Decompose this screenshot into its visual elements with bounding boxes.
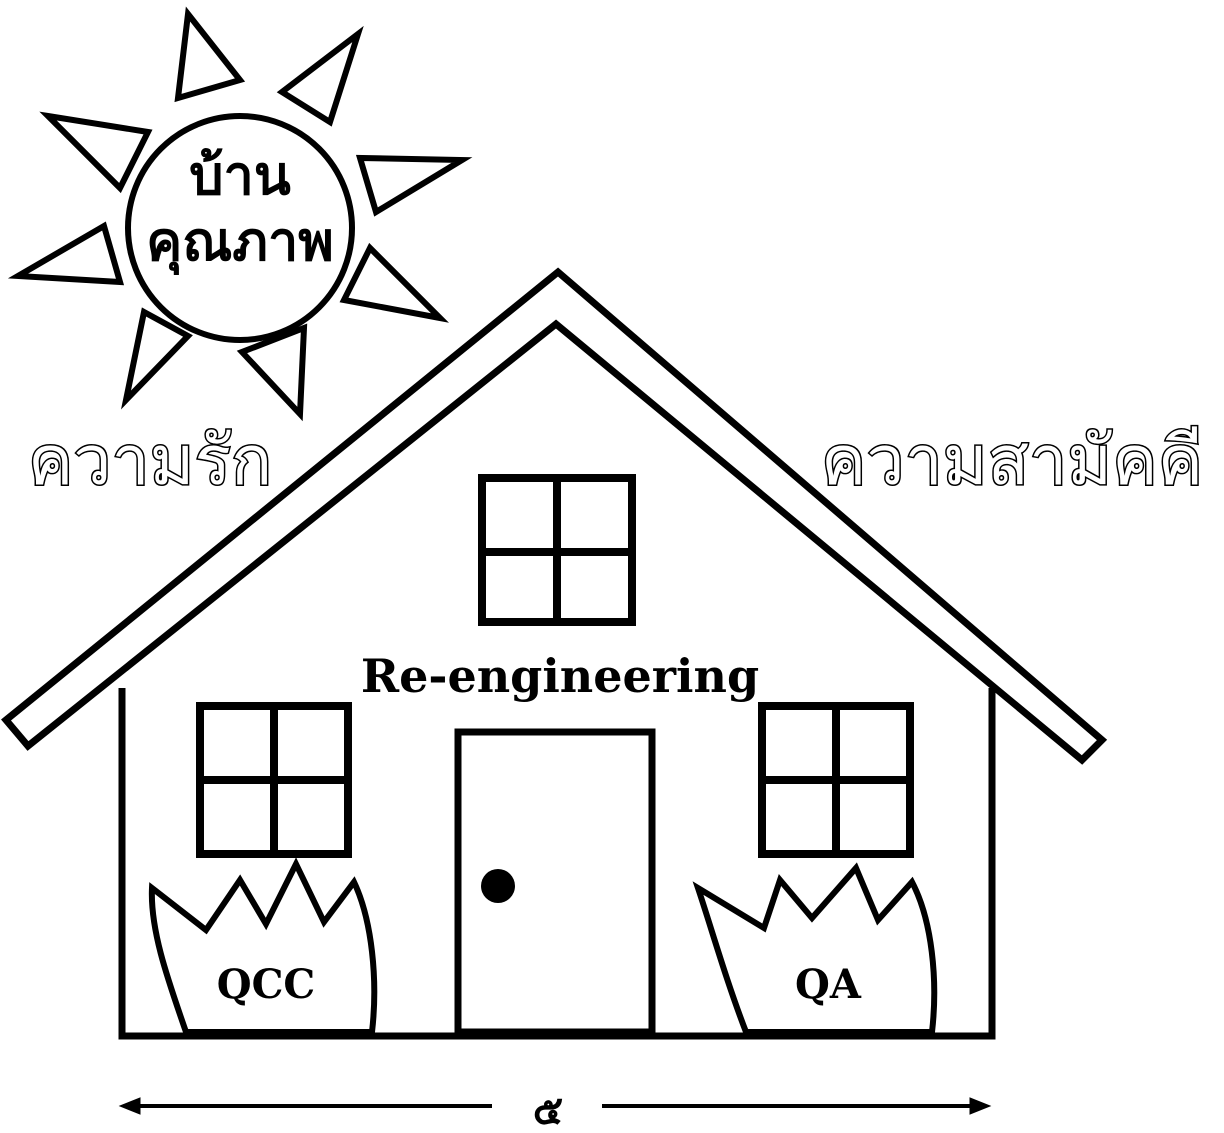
right-window <box>762 706 910 854</box>
house: Re-engineering QCC QA <box>6 272 1102 1036</box>
door-knob <box>481 869 515 903</box>
attic-window <box>482 478 632 622</box>
right-bush-label: QA <box>795 961 862 1008</box>
arrow-right-head <box>970 1098 990 1114</box>
sun-ray <box>282 34 358 122</box>
page-number: ๕ <box>533 1087 563 1133</box>
left-bush-label: QCC <box>217 961 316 1008</box>
left-window <box>200 706 348 854</box>
sun-ray <box>48 116 148 188</box>
house-label: Re-engineering <box>361 649 759 703</box>
sun: บ้าน คุณภาพ <box>18 14 462 414</box>
left-word-love: ความรัก <box>28 422 272 501</box>
sun-ray <box>178 14 240 98</box>
sun-label-line1: บ้าน <box>189 144 291 207</box>
arrow-left-head <box>120 1098 140 1114</box>
sun-ray <box>344 248 440 318</box>
right-word-unity: ความสามัคคี <box>821 422 1203 501</box>
sun-label-line2: คุณภาพ <box>146 210 334 276</box>
sun-ray <box>18 226 120 282</box>
sun-ray <box>360 158 462 212</box>
